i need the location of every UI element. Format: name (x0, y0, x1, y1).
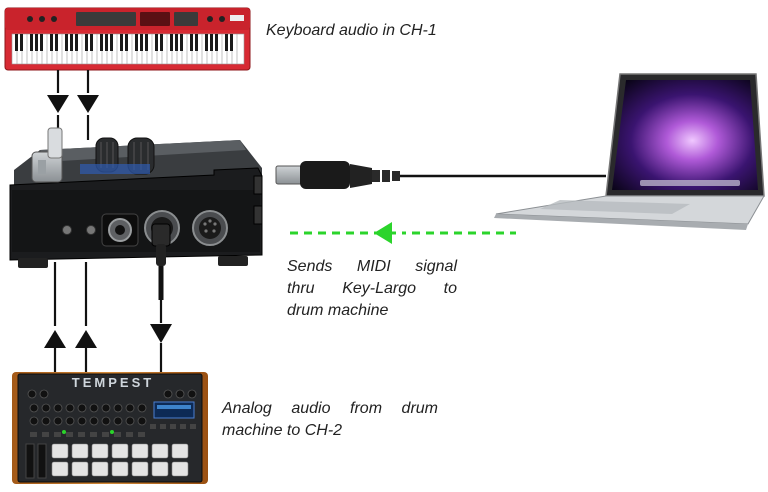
drum-machine-logo: TEMPEST (71, 375, 155, 390)
arrow-left-icon (374, 222, 392, 244)
midi-caption-line: Sends MIDI signal (287, 258, 457, 275)
arrow-up-icon (75, 330, 97, 348)
analog-caption-line: machine to CH-2 (222, 422, 343, 439)
input-jack-icon (62, 213, 139, 247)
keyboard-audio-cables (47, 70, 99, 140)
arrow-down-icon (150, 324, 172, 343)
analog-caption-line: Analog audio from drum (222, 400, 438, 417)
midi-caption-line: thru Key-Largo to (287, 280, 457, 297)
drum-knob-icon (27, 389, 197, 426)
drum-machine-device (12, 372, 208, 484)
laptop-device (494, 73, 765, 230)
arrow-up-icon (44, 330, 66, 348)
keyboard-panel-knobs (27, 12, 244, 26)
usb-cable (275, 161, 606, 189)
analog-audio-caption: Analog audio from drum machine to CH-2 (222, 398, 438, 442)
keyboard-audio-caption: Keyboard audio in CH-1 (266, 22, 437, 39)
arrow-down-icon (47, 95, 69, 113)
midi-signal-arrow (290, 222, 516, 244)
arrow-down-icon (77, 95, 99, 113)
key-largo-interface (9, 127, 263, 268)
midi-caption-line: drum machine (287, 302, 389, 319)
midi-cable (150, 223, 172, 372)
interface-knob-icon (95, 137, 119, 173)
drum-pad-icon (51, 443, 189, 477)
footswitch-icon (31, 127, 63, 183)
midi-signal-caption: Sends MIDI signal thru Key-Largo to drum… (287, 256, 457, 322)
drum-audio-cables (44, 262, 97, 372)
keyboard-black-keys (15, 34, 233, 51)
keyboard-device (4, 7, 251, 71)
